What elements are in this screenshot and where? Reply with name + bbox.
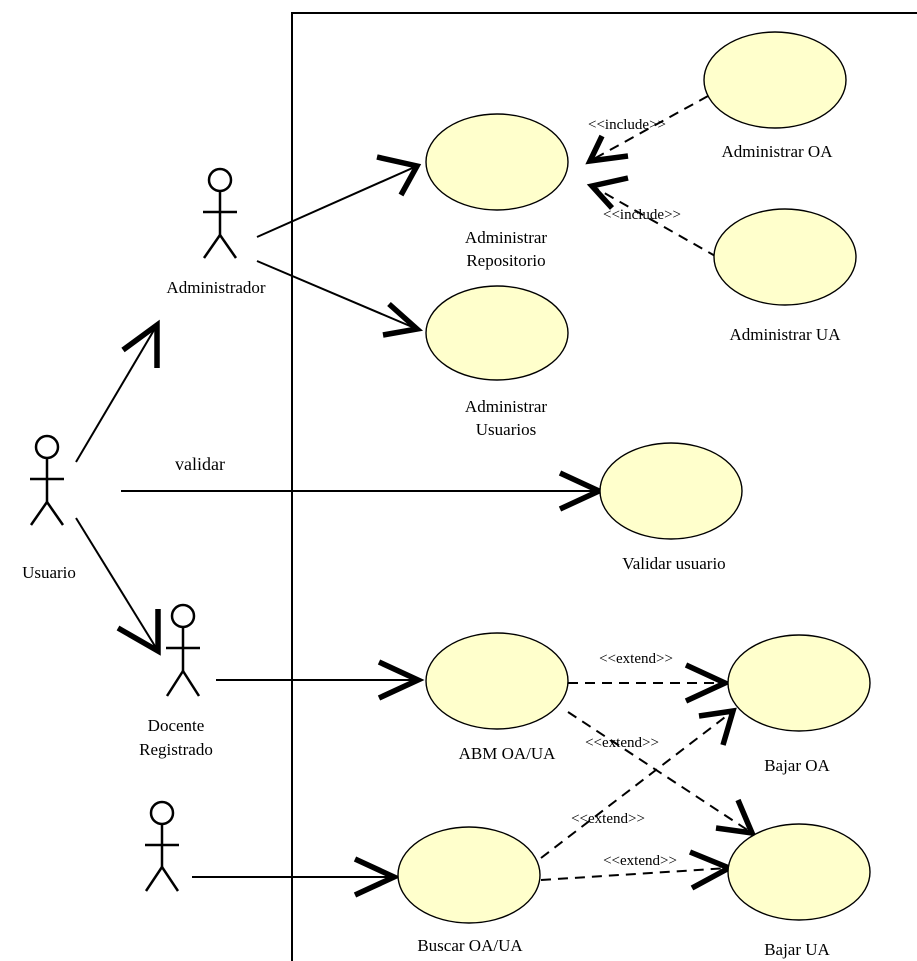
- include-ua-link: <<include>>: [586, 175, 718, 258]
- usecase-abm-oa-ua: ABM OA/UA: [425, 632, 569, 763]
- usecase-administrar-ua: Administrar UA: [713, 208, 857, 344]
- admin-to-usuarios-link: [256, 260, 424, 338]
- usecase-administrar-repositorio-line2: Repositorio: [466, 251, 545, 270]
- usecase-administrar-oa-label: Administrar OA: [722, 142, 834, 161]
- include-oa-label: <<include>>: [588, 117, 666, 133]
- actor-docente-label-line1: Docente: [148, 716, 205, 735]
- actor-usuario-label: Usuario: [22, 563, 76, 582]
- anonymous-to-buscar-link: [192, 856, 401, 898]
- usecase-validar-usuario-label: Validar usuario: [622, 554, 725, 573]
- usecase-abm-oa-ua-label: ABM OA/UA: [459, 744, 557, 763]
- actor-administrador: Administrador: [166, 167, 266, 297]
- usecase-administrar-ua-label: Administrar UA: [730, 325, 842, 344]
- admin-to-repositorio-link: [256, 154, 422, 238]
- extend-abm-bajar-ua-link: <<extend>>: [567, 711, 757, 837]
- extend-buscar-bajar-ua-label: <<extend>>: [603, 853, 677, 869]
- usecase-bajar-oa: Bajar OA: [727, 634, 871, 775]
- actor-docente-label-line2: Registrado: [139, 740, 213, 759]
- usecase-administrar-usuarios-line1: Administrar: [465, 397, 547, 416]
- extend-abm-bajar-oa-label: <<extend>>: [599, 651, 673, 667]
- extend-abm-bajar-ua-label: <<extend>>: [585, 735, 659, 751]
- actor-administrador-label: Administrador: [166, 278, 265, 297]
- usecase-buscar-oa-ua-label: Buscar OA/UA: [417, 936, 523, 955]
- usuario-to-administrador-link: [75, 319, 160, 463]
- extend-buscar-bajar-oa-link: <<extend>>: [540, 707, 737, 859]
- actor-anonymous: [144, 800, 180, 892]
- usecase-administrar-repositorio: Administrar Repositorio: [425, 113, 569, 270]
- extend-buscar-bajar-oa-label: <<extend>>: [571, 811, 645, 827]
- system-boundary: [291, 12, 917, 961]
- actor-administrador-figure: [202, 167, 238, 259]
- include-oa-link: <<include>>: [585, 95, 709, 165]
- docente-to-abm-link: [216, 659, 425, 701]
- validar-link: validar: [121, 454, 606, 512]
- actor-docente-registrado: Docente Registrado: [139, 603, 213, 759]
- extend-buscar-bajar-ua-link: <<extend>>: [540, 849, 736, 891]
- actor-anonymous-figure: [144, 800, 180, 892]
- usecase-bajar-oa-label: Bajar OA: [764, 756, 830, 775]
- usecase-administrar-usuarios-line2: Usuarios: [476, 420, 536, 439]
- usecase-administrar-oa: Administrar OA: [703, 31, 847, 161]
- usecase-buscar-oa-ua: Buscar OA/UA: [397, 826, 541, 955]
- extend-abm-bajar-oa-link: <<extend>>: [568, 651, 732, 704]
- usecase-bajar-ua: Bajar UA: [727, 823, 871, 959]
- usecase-validar-usuario: Validar usuario: [599, 442, 743, 573]
- usecase-administrar-repositorio-line1: Administrar: [465, 228, 547, 247]
- usecase-administrar-usuarios: Administrar Usuarios: [425, 285, 569, 439]
- actor-usuario: Usuario: [22, 434, 76, 582]
- usecase-bajar-ua-label: Bajar UA: [764, 940, 830, 959]
- usuario-to-docente-link: [75, 517, 161, 656]
- actor-usuario-figure: [29, 434, 65, 526]
- validar-label: validar: [175, 454, 225, 474]
- actor-docente-registrado-figure: [165, 603, 201, 697]
- include-ua-label: <<include>>: [603, 207, 681, 223]
